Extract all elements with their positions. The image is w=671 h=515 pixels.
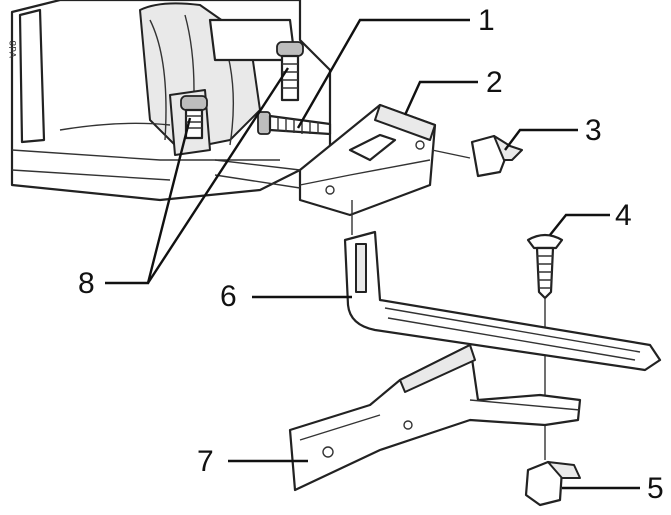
callout-5: 5 bbox=[647, 472, 664, 505]
callout-4: 4 bbox=[615, 199, 632, 232]
wing-nut-top bbox=[431, 134, 523, 178]
side-stamp: Vd8 bbox=[9, 40, 19, 58]
lower-bracket bbox=[288, 343, 582, 492]
leader-lines bbox=[105, 18, 640, 490]
callout-6: 6 bbox=[220, 280, 237, 313]
clamp-block bbox=[214, 103, 437, 217]
wing-nut-bottom bbox=[524, 460, 581, 507]
callout-8: 8 bbox=[78, 267, 95, 300]
guide-plate bbox=[343, 200, 662, 372]
knob-left bbox=[180, 95, 208, 140]
knob-right bbox=[276, 41, 304, 102]
callout-1: 1 bbox=[478, 4, 495, 37]
callout-3: 3 bbox=[585, 114, 602, 147]
flat-head-screw bbox=[526, 233, 564, 460]
callout-7: 7 bbox=[197, 445, 214, 478]
tool-housing: Vd8 bbox=[9, 0, 332, 202]
callout-2: 2 bbox=[486, 66, 503, 99]
